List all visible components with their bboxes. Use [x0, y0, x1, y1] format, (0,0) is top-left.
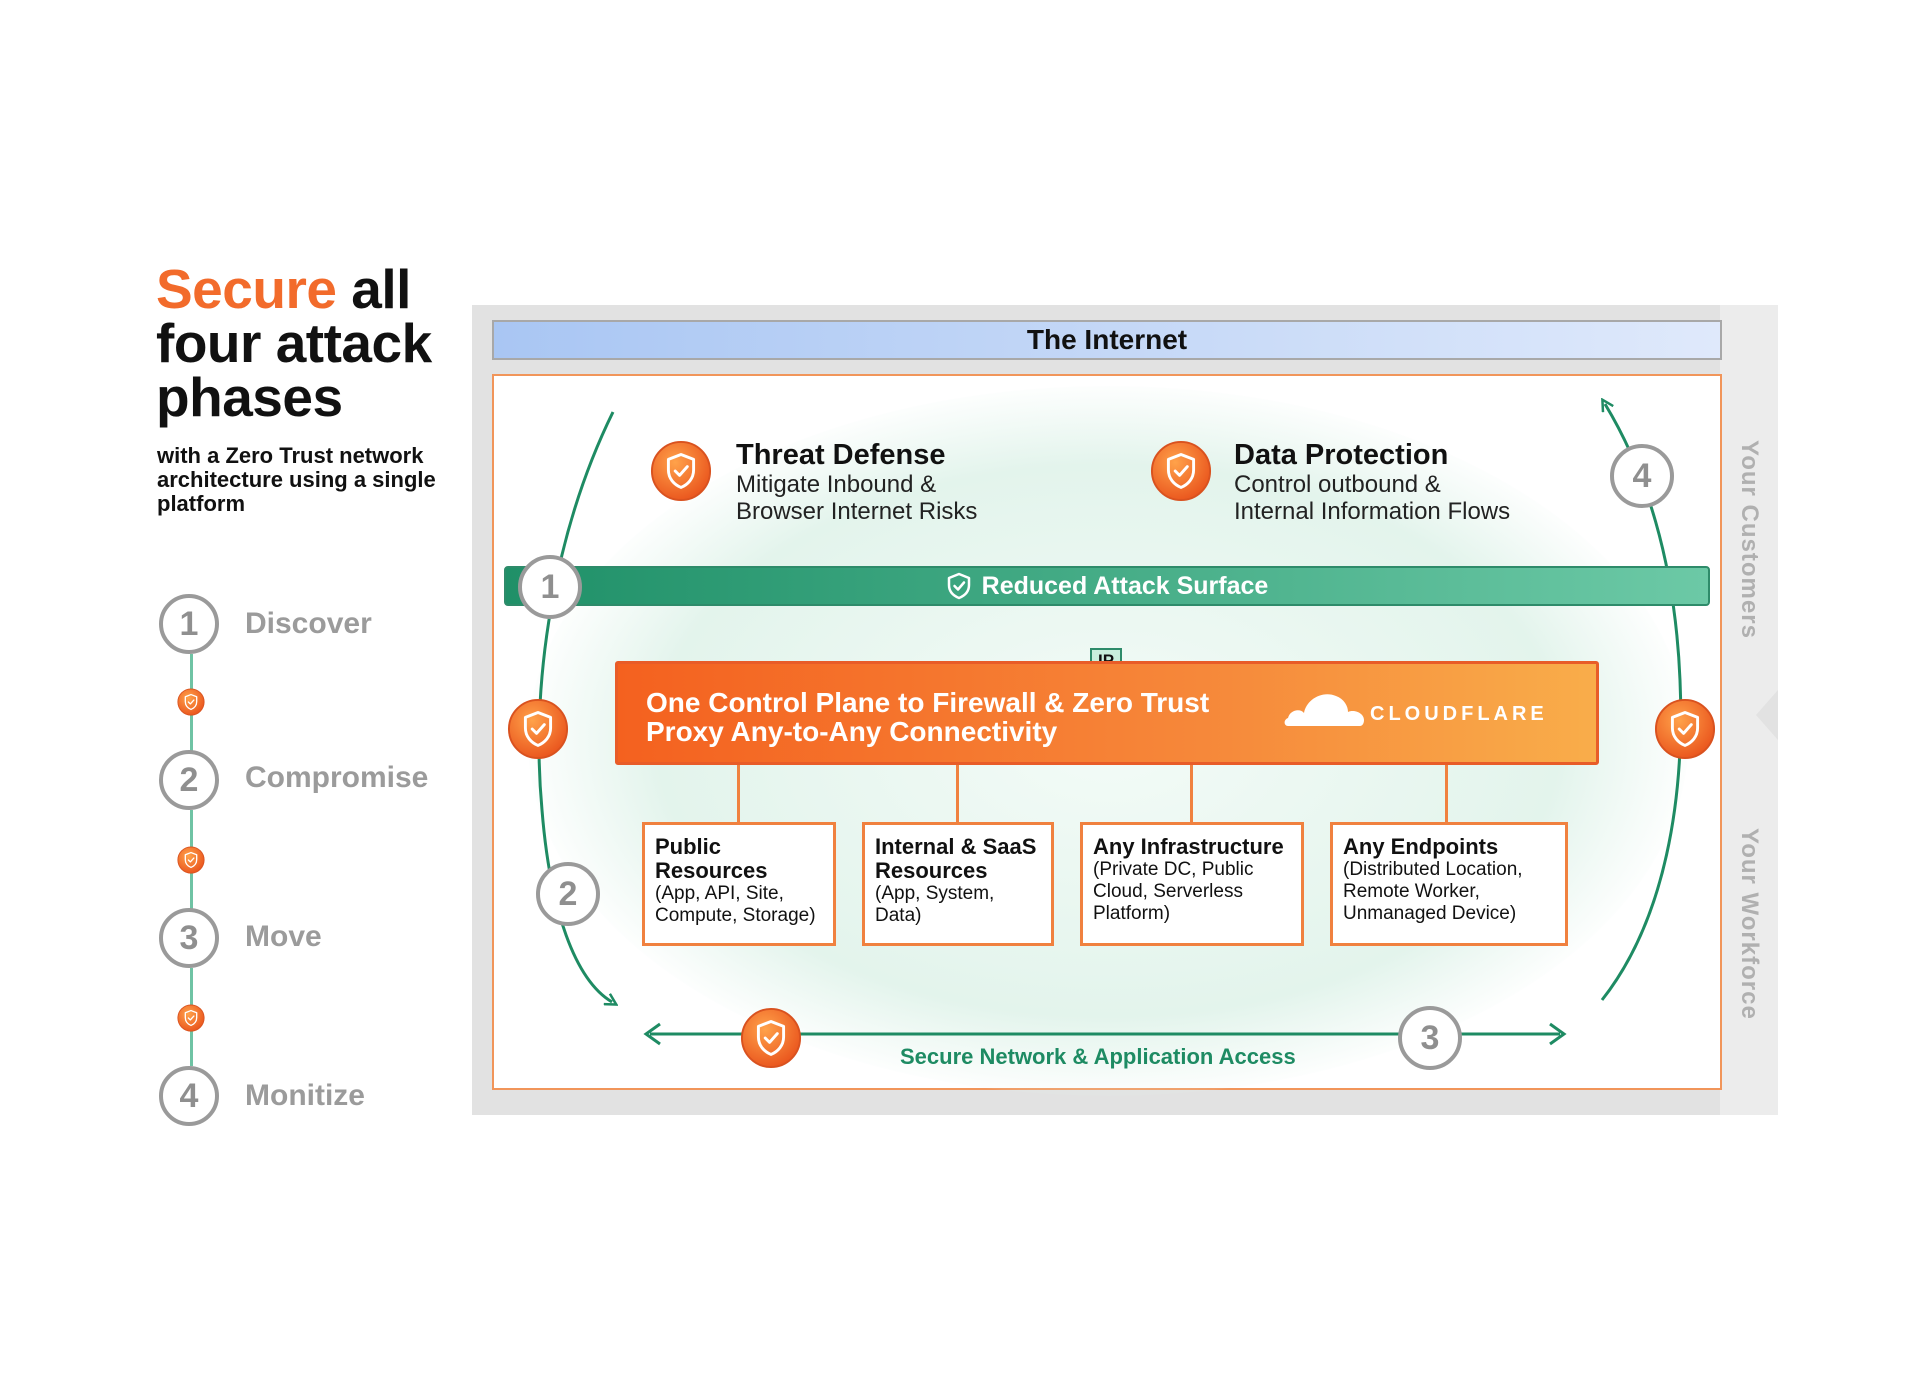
resource-card-infrastructure: Any Infrastructure (Private DC, Public C…: [1080, 822, 1304, 946]
headline-part-3: phases: [156, 366, 343, 428]
phase-label-move: Move: [245, 920, 322, 953]
data-protection-desc-2: Internal Information Flows: [1234, 498, 1511, 525]
resource-desc: (App, API, Site, Compute, Storage): [655, 883, 816, 926]
resource-title: Public Resources: [655, 834, 768, 883]
resource-title: Internal & SaaS Resources: [875, 834, 1037, 883]
headline-part-1: all: [336, 258, 411, 320]
shield-icon: [1150, 440, 1212, 502]
data-protection-block: Data Protection Control outbound & Inter…: [1234, 439, 1510, 525]
phase-number: 2: [159, 750, 219, 810]
resource-card-internal-saas: Internal & SaaS Resources (App, System, …: [862, 822, 1054, 946]
threat-defense-title: Threat Defense: [736, 439, 946, 471]
phase-number: 1: [159, 594, 219, 654]
side-label-workforce: Your Workforce: [1736, 828, 1763, 1020]
threat-defense-desc-1: Mitigate Inbound &: [736, 471, 937, 498]
cloud-logo-icon: [1284, 694, 1364, 726]
step-1-circle: 1: [518, 555, 582, 619]
resource-desc: (Distributed Location, Remote Worker, Un…: [1343, 859, 1523, 924]
shield-icon: [740, 1007, 802, 1069]
step-3-circle: 3: [1398, 1006, 1462, 1070]
control-plane-line-1: One Control Plane to Firewall & Zero Tru…: [646, 687, 1210, 718]
secure-access-label: Secure Network & Application Access: [900, 1044, 1296, 1069]
data-protection-desc-1: Control outbound &: [1234, 471, 1441, 498]
shield-icon: [177, 846, 205, 874]
shield-icon: [650, 440, 712, 502]
headline: Secure all four attack phases: [156, 262, 496, 425]
control-plane-line-2: Proxy Any-to-Any Connectivity: [646, 716, 1058, 747]
reduced-attack-surface-label: Reduced Attack Surface: [981, 571, 1269, 600]
phase-label-compromise: Compromise: [245, 761, 429, 794]
reduced-attack-surface-bar: Reduced Attack Surface: [504, 566, 1710, 606]
data-protection-title: Data Protection: [1234, 439, 1449, 471]
control-plane-box: [615, 661, 1599, 765]
resource-title: Any Infrastructure: [1093, 834, 1284, 859]
step-4-circle: 4: [1610, 444, 1674, 508]
resource-card-endpoints: Any Endpoints (Distributed Location, Rem…: [1330, 822, 1568, 946]
threat-defense-desc-2: Browser Internet Risks: [736, 498, 978, 525]
phase-label-monitize: Monitize: [245, 1079, 365, 1112]
phase-label-discover: Discover: [245, 607, 372, 640]
rail-notch: [1756, 690, 1778, 740]
shield-icon: [1654, 698, 1716, 760]
headline-accent: Secure: [156, 258, 337, 320]
resource-card-public: Public Resources (App, API, Site, Comput…: [642, 822, 836, 946]
phase-number: 3: [159, 908, 219, 968]
resource-desc: (App, System, Data): [875, 883, 995, 926]
threat-defense-block: Threat Defense Mitigate Inbound & Browse…: [736, 439, 977, 525]
brand-wordmark: CLOUDFLARE: [1370, 703, 1548, 725]
resource-title: Any Endpoints: [1343, 834, 1499, 859]
control-plane-text: One Control Plane to Firewall & Zero Tru…: [646, 688, 1266, 746]
internet-bar: The Internet: [492, 320, 1722, 360]
shield-check-icon: [947, 572, 970, 600]
side-label-customers: Your Customers: [1736, 440, 1763, 639]
connector-line: [956, 765, 959, 822]
shield-icon: [177, 1004, 205, 1032]
phase-number: 4: [159, 1066, 219, 1126]
step-2-circle: 2: [536, 862, 600, 926]
headline-part-2: four attack: [156, 312, 432, 374]
connector-line: [737, 765, 740, 822]
connector-line: [1190, 765, 1193, 822]
resource-desc: (Private DC, Public Cloud, Serverless Pl…: [1093, 859, 1254, 924]
connector-line: [1445, 765, 1448, 822]
shield-icon: [177, 688, 205, 716]
shield-icon: [507, 698, 569, 760]
subheading: with a Zero Trust network architecture u…: [157, 443, 436, 516]
